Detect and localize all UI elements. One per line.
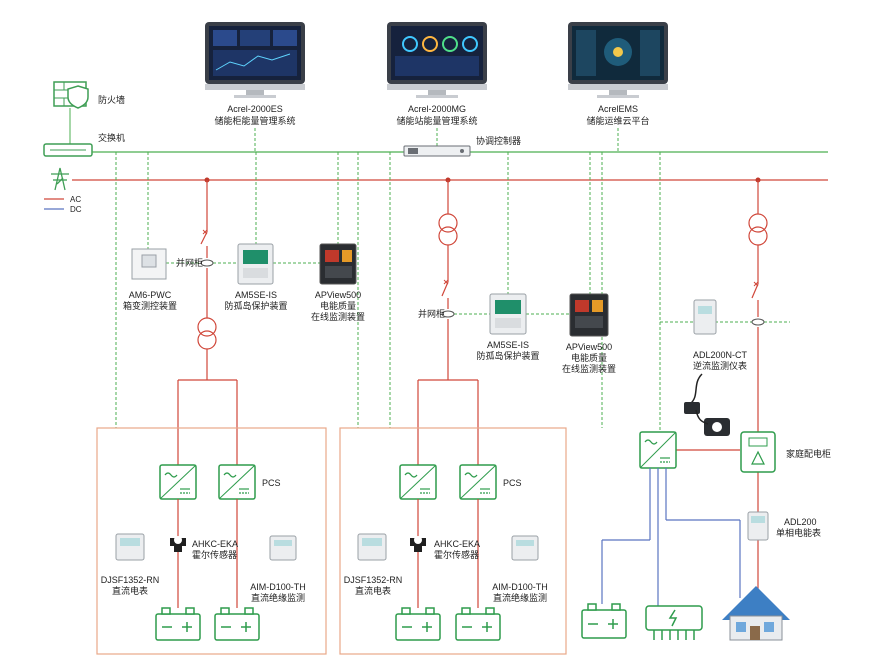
home-cabinet-label: 家庭配电柜 <box>786 448 831 459</box>
mid-grid-cabinet-label: 并网柜 <box>418 308 445 319</box>
mid-breaker-icon <box>443 279 449 285</box>
apview-left-device <box>319 243 357 285</box>
mid-cabinet-box <box>339 427 567 655</box>
right-ct-icon <box>751 318 765 326</box>
mid-pcs1-icon <box>399 464 437 500</box>
firewall-icon <box>53 81 89 109</box>
left-pcs1-icon <box>159 464 197 500</box>
left-breaker-icon <box>202 229 208 235</box>
mid-dc-lines <box>417 499 479 608</box>
coordinator-device <box>403 145 471 157</box>
ct-clamp-icon <box>684 373 730 436</box>
mid-pcs-label: PCS <box>503 478 522 488</box>
mid-pcs2-icon <box>459 464 497 500</box>
legend-dc-label: DC <box>70 205 82 214</box>
right-inverter-icon <box>639 431 677 469</box>
apview-left-desc1: 电能质量 <box>320 300 356 311</box>
mid-hall-sensor-icon <box>410 536 426 552</box>
mid-battery1-icon <box>395 607 441 641</box>
adl200n-name: ADL200N-CT <box>693 350 748 360</box>
left-ahkc-desc: 霍尔传感器 <box>192 549 237 560</box>
house-icon <box>722 586 790 641</box>
left-pcs-label: PCS <box>262 478 281 488</box>
right-ac-branch <box>676 180 768 598</box>
monitor-acrel-2000es <box>205 22 305 98</box>
left-djsf-name: DJSF1352-RN <box>101 575 160 585</box>
mid-djsf-desc: 直流电表 <box>355 585 391 596</box>
left-insulation-monitor-device <box>269 535 297 561</box>
am5se-left-name: AM5SE-IS <box>235 290 277 300</box>
mid-ct-icon <box>441 310 455 318</box>
adl200-desc: 单相电能表 <box>776 527 821 538</box>
left-djsf-desc: 直流电表 <box>112 585 148 596</box>
left-ahkc-name: AHKC-EKA <box>192 539 238 549</box>
left-aim-desc: 直流绝缘监测 <box>251 592 305 603</box>
left-grid-cabinet-label: 并网柜 <box>176 257 203 268</box>
left-aim-name: AIM-D100-TH <box>250 582 306 592</box>
mid-aim-name: AIM-D100-TH <box>492 582 548 592</box>
left-battery1-icon <box>155 607 201 641</box>
grid-tower-icon <box>51 167 69 191</box>
left-battery2-icon <box>214 607 260 641</box>
firewall-label: 防火墙 <box>98 94 125 105</box>
home-cabinet-icon <box>740 431 776 473</box>
left-pcs2-icon <box>218 464 256 500</box>
mid-ahkc-name: AHKC-EKA <box>434 539 480 549</box>
mid-battery2-icon <box>455 607 501 641</box>
legend-ac-label: AC <box>70 195 81 204</box>
mid-ac-branch <box>417 180 479 465</box>
right-battery-icon <box>581 603 627 639</box>
mid-djsf-name: DJSF1352-RN <box>344 575 403 585</box>
platform-mg-desc: 储能站能量管理系统 <box>396 115 477 126</box>
adl200-name: ADL200 <box>784 517 817 527</box>
am6-name: AM6-PWC <box>129 290 172 300</box>
am5se-mid-name: AM5SE-IS <box>487 340 529 350</box>
left-ac-branch <box>177 180 238 465</box>
left-ct-icon <box>200 259 214 267</box>
am5se-mid-desc: 防孤岛保护装置 <box>476 350 539 361</box>
adl200-device <box>747 511 769 541</box>
am5se-mid-device <box>489 293 527 335</box>
apview-mid-desc2: 在线监测装置 <box>562 363 616 374</box>
mid-ahkc-desc: 霍尔传感器 <box>434 549 479 560</box>
platform-comm-links <box>254 128 619 152</box>
platform-ems-desc: 储能运维云平台 <box>586 115 649 126</box>
coordinator-label: 协调控制器 <box>476 135 521 146</box>
switch-icon <box>43 143 93 157</box>
am5se-left-device <box>237 243 274 285</box>
apview-left-name: APView500 <box>315 290 361 300</box>
mid-aim-desc: 直流绝缘监测 <box>493 592 547 603</box>
right-dc-lines <box>601 468 741 606</box>
ev-charger-icon <box>645 605 703 640</box>
comm-drops <box>115 152 790 440</box>
monitor-acrelems <box>568 22 668 98</box>
apview-mid-desc1: 电能质量 <box>571 352 607 363</box>
mid-insulation-monitor-device <box>511 535 539 561</box>
adl200n-desc: 逆流监测仪表 <box>693 360 747 371</box>
left-dc-meter-device <box>115 533 145 561</box>
left-dc-lines <box>177 499 238 608</box>
platform-mg-name: Acrel-2000MG <box>408 104 466 114</box>
apview-mid-device <box>569 293 609 337</box>
platform-ems-name: AcrelEMS <box>598 104 638 114</box>
left-cabinet-box <box>96 427 327 655</box>
apview-mid-name: APView500 <box>566 342 612 352</box>
switch-label: 交换机 <box>98 132 125 143</box>
am5se-left-desc: 防孤岛保护装置 <box>224 300 287 311</box>
monitor-acrel-2000mg <box>387 22 487 98</box>
apview-left-desc2: 在线监测装置 <box>311 311 365 322</box>
am6-pwc-device <box>131 248 167 280</box>
platform-es-desc: 储能柜能量管理系统 <box>214 115 295 126</box>
adl200n-ct-device <box>693 299 717 335</box>
legend: AC DC <box>44 195 82 214</box>
left-hall-sensor-icon <box>170 536 186 552</box>
platform-es-name: Acrel-2000ES <box>227 104 283 114</box>
mid-dc-meter-device <box>357 533 387 561</box>
am6-desc: 箱变测控装置 <box>123 300 177 311</box>
right-breaker-icon <box>753 281 759 287</box>
